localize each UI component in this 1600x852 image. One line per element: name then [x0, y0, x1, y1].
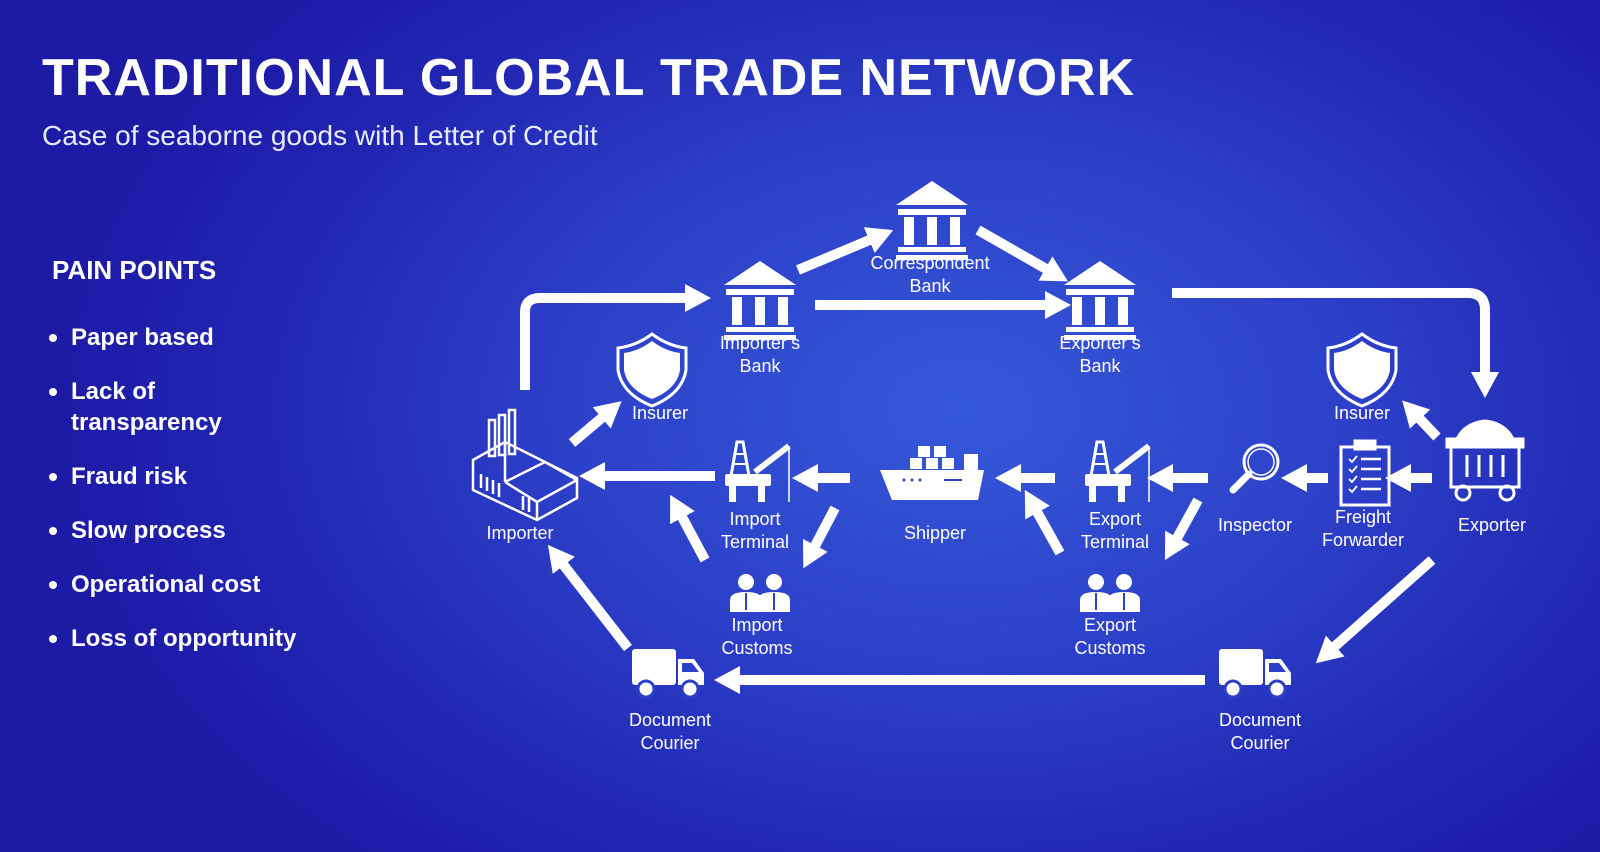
arrow-importer-to-importers-bank: [520, 284, 711, 390]
node-label-exporter: Exporter: [1457, 515, 1527, 535]
label-line: Courier: [1230, 733, 1290, 753]
pain-point: Operational cost: [46, 569, 366, 600]
label-line: Document: [628, 710, 712, 730]
label-line: Exporter’s: [1059, 333, 1141, 353]
label-line: Customs: [721, 638, 793, 658]
arrow-export-customs-to-export-terminal: [1024, 489, 1065, 556]
node-label-inspector: Inspector: [1217, 515, 1293, 535]
label-line: Correspondent: [870, 253, 990, 273]
clipboard-icon: [1339, 439, 1391, 507]
label-line: Bank: [1079, 356, 1121, 376]
label-line: Export: [1083, 615, 1137, 635]
flow-arrows: [520, 225, 1499, 694]
label-line: Export: [1088, 509, 1142, 529]
magnifier-icon: [1229, 443, 1280, 494]
arrow-courier-to-importer: [547, 544, 632, 652]
label-line: Bank: [909, 276, 951, 296]
pain-point: Paper based: [46, 322, 366, 353]
label-line: Terminal: [720, 532, 790, 552]
node-label-insurer-right: Insurer: [1333, 403, 1391, 423]
label-line: Importer’s: [719, 333, 801, 353]
port-terminal-icon: [1085, 442, 1149, 502]
node-label-insurer-left: Insurer: [631, 403, 689, 423]
arrow-importer-to-insurer: [568, 401, 622, 447]
label-line: Customs: [1074, 638, 1146, 658]
bank-icon: [1064, 261, 1136, 340]
arrow-exporter-to-courier: [1315, 556, 1436, 664]
arrow-exporters-bank-to-exporter: [1172, 288, 1499, 398]
label-line: Forwarder: [1321, 530, 1405, 550]
label-line: Courier: [640, 733, 700, 753]
bank-icon: [724, 261, 796, 340]
pain-point: Loss of opportunity: [46, 623, 366, 654]
label-line: Freight: [1334, 507, 1392, 527]
node-label-shipper: Shipper: [903, 523, 967, 543]
arrow-to-import-customs: [802, 505, 840, 569]
node-label-importer: Importer: [486, 523, 554, 543]
label-line: Document: [1218, 710, 1302, 730]
shield-icon: [616, 332, 688, 408]
page-title: TRADITIONAL GLOBAL TRADE NETWORK: [42, 49, 1136, 107]
delivery-truck-icon: [630, 647, 706, 699]
customs-officers-icon: [729, 573, 791, 613]
pain-point: Lack of transparency: [46, 376, 281, 438]
delivery-truck-icon: [1217, 647, 1293, 699]
pain-point: Slow process: [46, 515, 366, 546]
arrow-exporter-to-insurer: [1402, 400, 1441, 441]
arrow-importers-bank-to-correspondent: [796, 227, 894, 275]
label-line: Import: [729, 509, 781, 529]
pain-point: Fraud risk: [46, 461, 366, 492]
pain-points-list: Paper based Lack of transparency Fraud r…: [46, 322, 366, 677]
page-subtitle: Case of seaborne goods with Letter of Cr…: [42, 120, 598, 151]
arrow-inspector-to-export-customs: [1164, 497, 1203, 561]
bank-icon: [896, 181, 968, 260]
port-terminal-icon: [725, 442, 789, 502]
pain-points-heading: PAIN POINTS: [52, 255, 217, 285]
label-line: Terminal: [1080, 532, 1150, 552]
label-line: Bank: [739, 356, 781, 376]
mining-cart-icon: [1445, 419, 1525, 502]
shield-icon: [1326, 332, 1398, 408]
ship-icon: [880, 446, 984, 500]
factory-icon: [471, 408, 579, 522]
customs-officers-icon: [1079, 573, 1141, 613]
label-line: Import: [731, 615, 783, 635]
arrow-import-customs-to-import-terminal: [670, 494, 710, 563]
arrow-correspondent-to-exporters-bank: [975, 225, 1068, 282]
